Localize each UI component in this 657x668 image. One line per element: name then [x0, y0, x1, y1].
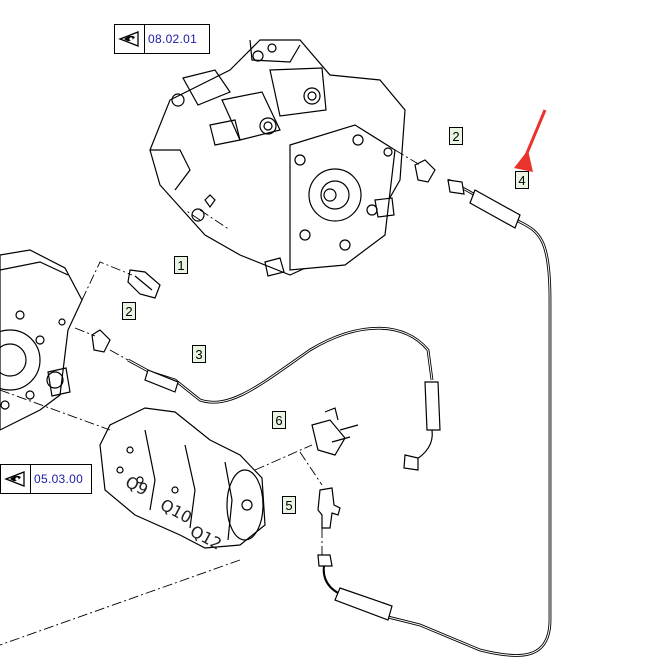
callout-3[interactable]: 3	[192, 345, 206, 363]
reference-code: 08.02.01	[148, 32, 198, 46]
callout-4[interactable]: 4	[515, 171, 529, 189]
callout-5[interactable]: 5	[282, 496, 296, 514]
reference-box-left[interactable]: 05.03.00	[0, 464, 92, 494]
highlight-arrow	[514, 109, 547, 172]
reference-code: 05.03.00	[34, 472, 84, 486]
fitting-2-upper	[414, 159, 436, 183]
callout-1[interactable]: 1	[174, 256, 188, 274]
tee-fitting-5	[317, 487, 341, 529]
fitting-2-lower	[91, 329, 111, 353]
hose-3	[127, 326, 441, 471]
eye-icon	[1, 465, 31, 493]
left-motor	[0, 249, 83, 431]
callout-2-lower[interactable]: 2	[122, 302, 136, 320]
fitting-1	[127, 269, 161, 299]
hose-4	[379, 178, 552, 657]
main-pump	[149, 39, 406, 277]
leader-lines	[0, 149, 421, 646]
callout-6[interactable]: 6	[272, 411, 286, 429]
lower-hose-elbow	[317, 554, 393, 621]
reference-box-top[interactable]: 08.02.01	[114, 24, 210, 54]
gear-pump	[99, 407, 266, 549]
callout-2-upper[interactable]: 2	[449, 127, 463, 145]
eye-icon	[115, 25, 145, 53]
bracket-6	[311, 407, 359, 456]
